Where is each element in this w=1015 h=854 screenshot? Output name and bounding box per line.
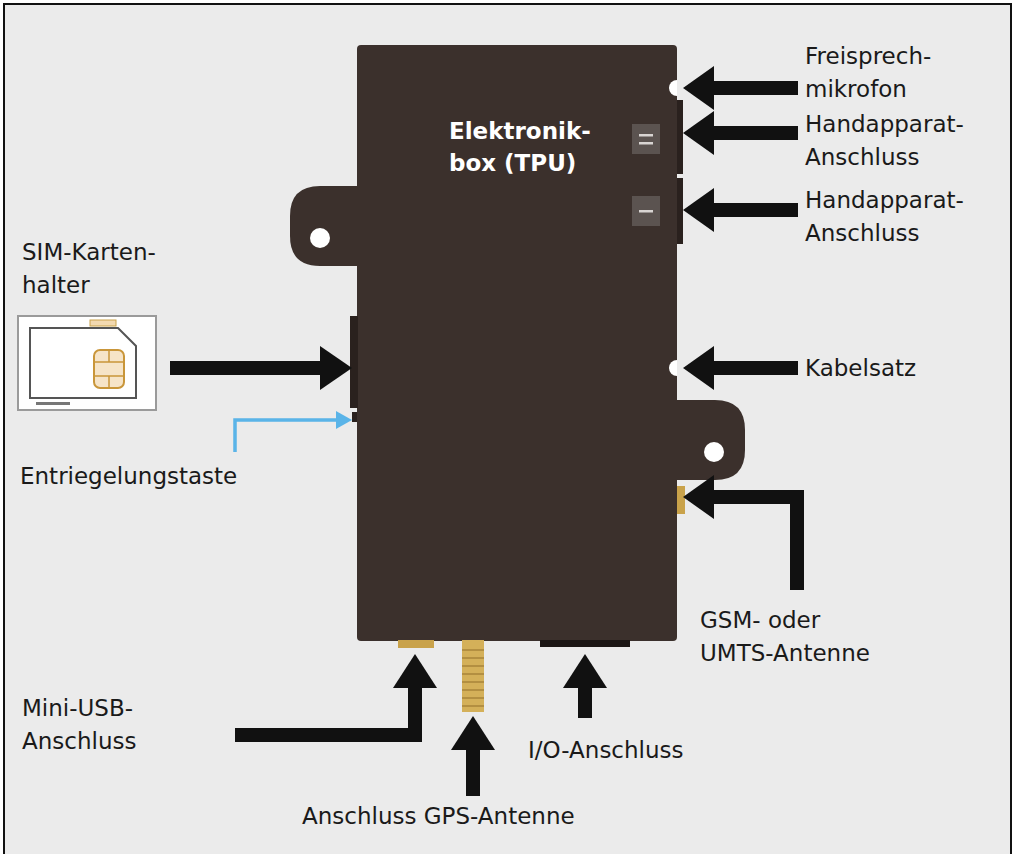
part-label: I/O-Anschluss: [528, 734, 684, 767]
part-label: Handapparat- Anschluss: [805, 184, 995, 249]
part-label: Kabelsatz: [805, 352, 916, 385]
part-label: Mini-USB- Anschluss: [22, 692, 172, 757]
part-label: Entriegelungstaste: [20, 460, 237, 493]
part-label: SIM-Karten- halter: [22, 236, 192, 301]
part-label: Handapparat- Anschluss: [805, 108, 995, 173]
part-label: Freisprech- mikrofon: [805, 40, 965, 105]
part-label: GSM- oder UMTS-Antenne: [700, 604, 880, 669]
electronics-box: Elektronik- box (TPU): [357, 45, 677, 641]
part-label: Anschluss GPS-Antenne: [302, 800, 575, 833]
box-title: Elektronik- box (TPU): [449, 115, 619, 179]
